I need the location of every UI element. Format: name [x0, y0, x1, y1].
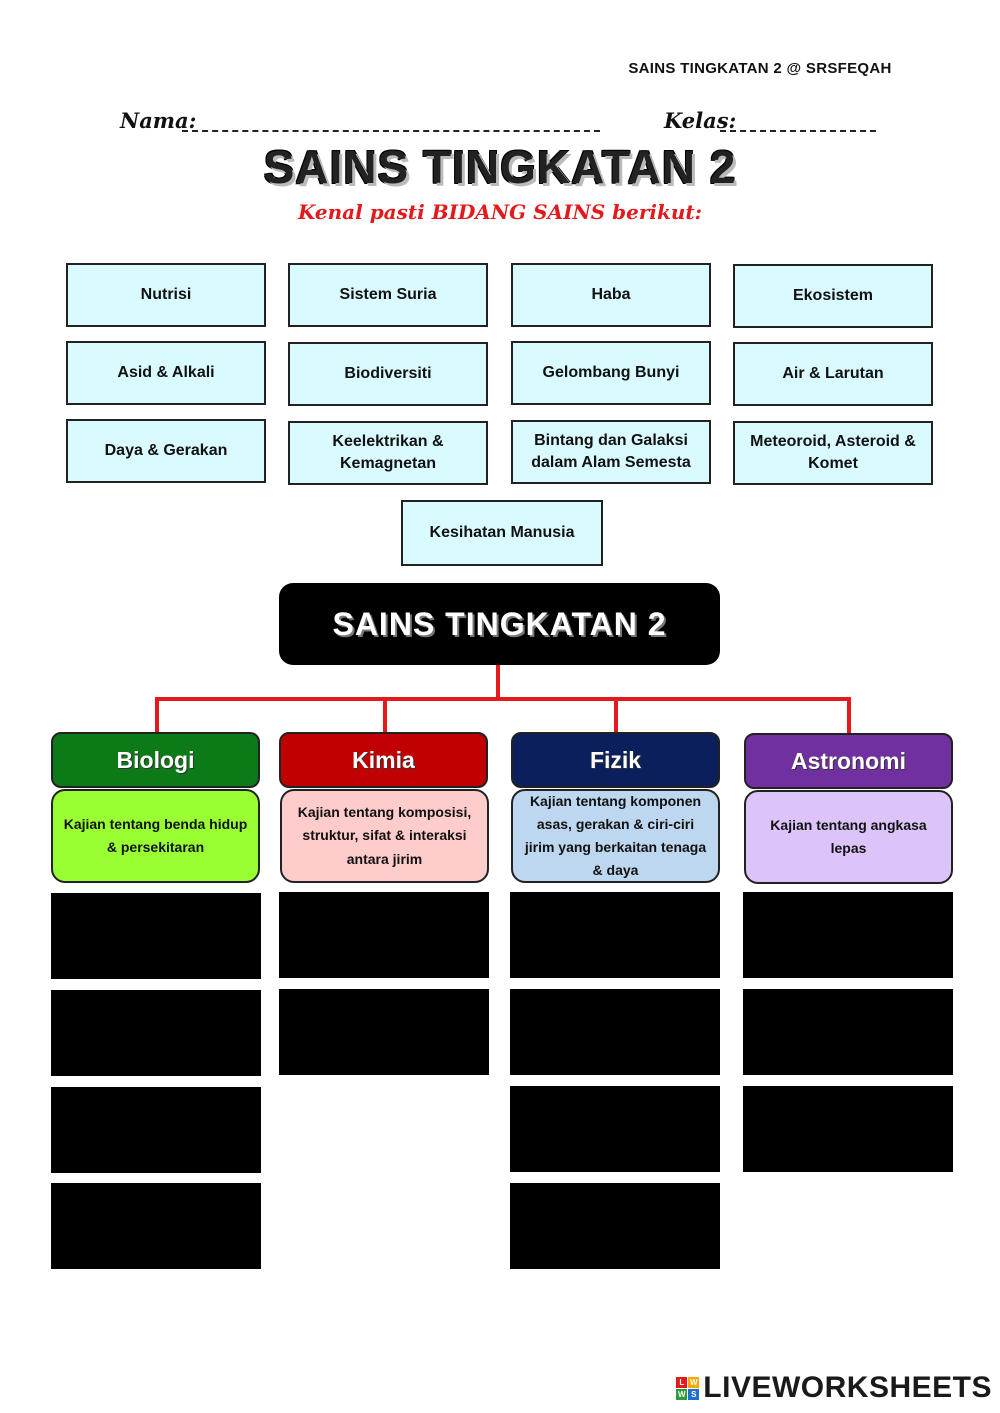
- logo-square: S: [688, 1388, 700, 1400]
- topic-card[interactable]: Ekosistem: [733, 264, 933, 328]
- topic-card[interactable]: Meteoroid, Asteroid & Komet: [733, 421, 933, 485]
- tree-root: SAINS TINGKATAN 2: [279, 583, 720, 665]
- liveworksheets-logo[interactable]: L W W S LIVEWORKSHEETS: [676, 1371, 992, 1405]
- connector-biologi: [155, 697, 159, 733]
- category-astronomi-header: Astronomi: [744, 733, 953, 789]
- class-label: Kelas:: [664, 108, 737, 133]
- drop-zone-fizik-1[interactable]: [510, 892, 720, 978]
- topic-card[interactable]: Sistem Suria: [288, 263, 488, 327]
- worksheet-credit: SAINS TINGKATAN 2 @ SRSFEQAH: [628, 60, 892, 77]
- drop-zone-fizik-3[interactable]: [510, 1086, 720, 1172]
- name-line: [182, 112, 600, 132]
- connector-fizik: [614, 697, 618, 733]
- topic-card[interactable]: Gelombang Bunyi: [511, 341, 711, 405]
- topic-card[interactable]: Air & Larutan: [733, 342, 933, 406]
- drop-zone-astronomi-1[interactable]: [743, 892, 953, 978]
- drop-zone-kimia-1[interactable]: [279, 892, 489, 978]
- topic-card[interactable]: Kesihatan Manusia: [401, 500, 603, 566]
- drop-zone-astronomi-2[interactable]: [743, 989, 953, 1075]
- connector-kimia: [383, 697, 387, 733]
- topic-card[interactable]: Asid & Alkali: [66, 341, 266, 405]
- instruction-text: Kenal pasti BIDANG SAINS berikut:: [297, 200, 703, 224]
- drop-zone-biologi-2[interactable]: [51, 990, 261, 1076]
- topic-card[interactable]: Nutrisi: [66, 263, 266, 327]
- drop-zone-kimia-2[interactable]: [279, 989, 489, 1075]
- topic-card[interactable]: Daya & Gerakan: [66, 419, 266, 483]
- logo-square: L: [676, 1376, 688, 1388]
- drop-zone-astronomi-3[interactable]: [743, 1086, 953, 1172]
- category-biologi-header: Biologi: [51, 732, 260, 788]
- topic-card[interactable]: Keelektrikan & Kemagnetan: [288, 421, 488, 485]
- drop-zone-biologi-4[interactable]: [51, 1183, 261, 1269]
- category-kimia-description: Kajian tentang komposisi, struktur, sifa…: [280, 789, 489, 883]
- brand-name: LIVEWORKSHEETS: [703, 1371, 992, 1404]
- class-line: [720, 112, 876, 132]
- drop-zone-biologi-3[interactable]: [51, 1087, 261, 1173]
- name-label: Nama:: [120, 108, 197, 133]
- connector-bar: [155, 697, 851, 701]
- logo-square: W: [676, 1388, 688, 1400]
- category-fizik-description: Kajian tentang komponen asas, gerakan & …: [511, 789, 720, 883]
- category-fizik-header: Fizik: [511, 732, 720, 788]
- connector-stem: [496, 665, 500, 700]
- category-kimia-header: Kimia: [279, 732, 488, 788]
- topic-card[interactable]: Bintang dan Galaksi dalam Alam Semesta: [511, 420, 711, 484]
- drop-zone-fizik-2[interactable]: [510, 989, 720, 1075]
- category-astronomi-description: Kajian tentang angkasa lepas: [744, 790, 953, 884]
- drop-zone-biologi-1[interactable]: [51, 893, 261, 979]
- drop-zone-fizik-4[interactable]: [510, 1183, 720, 1269]
- page-title: SAINS TINGKATAN 2: [263, 141, 737, 193]
- connector-astronomi: [847, 697, 851, 733]
- logo-mark-icon: L W W S: [676, 1376, 700, 1400]
- topic-card[interactable]: Haba: [511, 263, 711, 327]
- logo-square: W: [688, 1376, 700, 1388]
- category-biologi-description: Kajian tentang benda hidup & persekitara…: [51, 789, 260, 883]
- topic-card[interactable]: Biodiversiti: [288, 342, 488, 406]
